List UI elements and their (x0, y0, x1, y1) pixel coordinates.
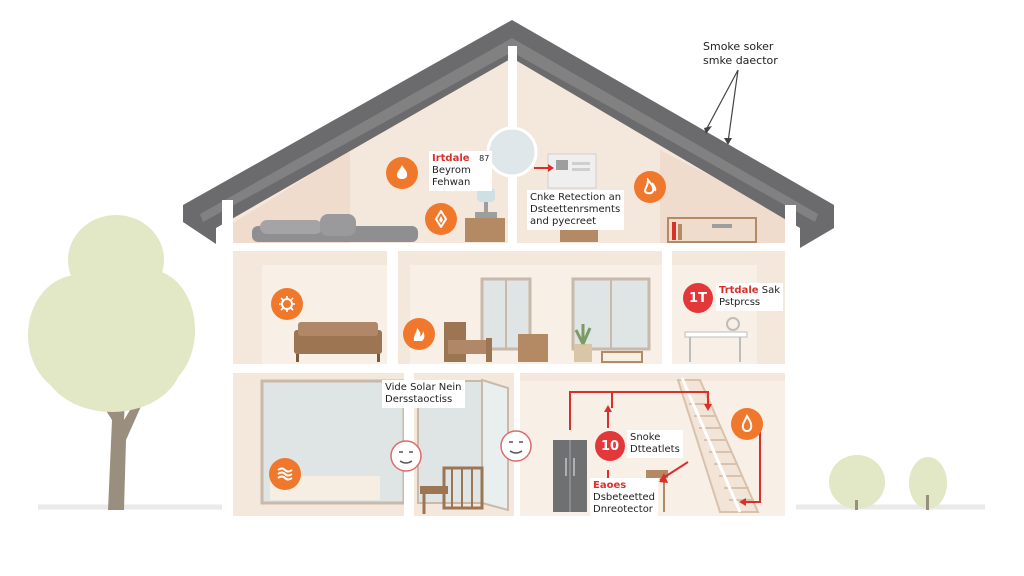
callout-attic-left: Irtdale 87 Beyrom Fehwan (429, 151, 493, 191)
attic-bed (252, 214, 418, 242)
callout-side: 87 (479, 154, 490, 163)
callout-line: Vide Solar Nein (385, 382, 462, 393)
callout-line: Dsbeteetted (593, 492, 655, 503)
callout-ground-smoke: Snoke Dtteatlets (627, 430, 683, 458)
callout-highlight: Eaoes (593, 480, 627, 491)
callout-attic-right: Cnke Retection an Dsteettenrsments and p… (527, 190, 625, 230)
callout-ground-bottom: Eaoes Dsbeteetted Dnreotector (590, 478, 658, 518)
alarm-connection-lines (569, 391, 761, 503)
callout-line: Dersstaoctiss (385, 394, 453, 405)
callout-highlight: Trtdale (719, 285, 759, 296)
title-pointer (705, 69, 739, 143)
bushes-right (829, 455, 947, 510)
middle-cabinet (518, 334, 548, 362)
face-icon (500, 430, 532, 462)
middle-bench (601, 351, 643, 363)
attic-wall-panel (534, 153, 597, 189)
callout-line: and pyecreet (530, 216, 597, 227)
callout-middle-right: Trtdale Sak Pstprcss (716, 283, 784, 311)
middle-desk (684, 317, 748, 362)
flame-icon (731, 408, 763, 440)
face-icon (390, 440, 422, 472)
callout-line: Beyrom (432, 165, 471, 176)
callout-line: Dnreotector (593, 504, 653, 515)
flame-icon (269, 458, 301, 490)
attic-nightstand (465, 188, 505, 242)
roof (183, 20, 834, 248)
tree-left (28, 215, 195, 510)
flame-icon (634, 171, 666, 203)
callout-ground-window: Vide Solar Nein Dersstaoctiss (382, 380, 465, 408)
callout-line: Fehwan (432, 177, 471, 188)
diagram-title: Smoke soker smke daector (700, 38, 781, 70)
alarm-badge-icon: 10 (595, 431, 625, 461)
flame-icon (403, 318, 435, 350)
middle-plant (574, 324, 592, 362)
callout-line: Snoke (630, 432, 661, 443)
flame-icon (425, 203, 457, 235)
callout-line: Dtteatlets (630, 444, 680, 455)
ground-fridge (553, 440, 587, 512)
middle-sofa (294, 322, 382, 362)
callout-line: Sak (761, 285, 781, 296)
callout-line: Cnke Retection an (530, 192, 622, 203)
title-line-2: smke daector (703, 54, 778, 67)
attic-round-window (486, 126, 538, 178)
callout-highlight: Irtdale (432, 153, 470, 164)
title-line-1: Smoke soker (703, 40, 774, 53)
flame-icon (271, 288, 303, 320)
flame-icon (386, 157, 418, 189)
attic-shelf (667, 217, 757, 243)
callout-line: Dsteettenrsments (530, 204, 621, 215)
ground-chair (420, 466, 484, 514)
middle-armchair (444, 322, 492, 362)
alarm-badge-icon: 1T (683, 283, 713, 313)
callout-line: Pstprcss (719, 297, 761, 308)
